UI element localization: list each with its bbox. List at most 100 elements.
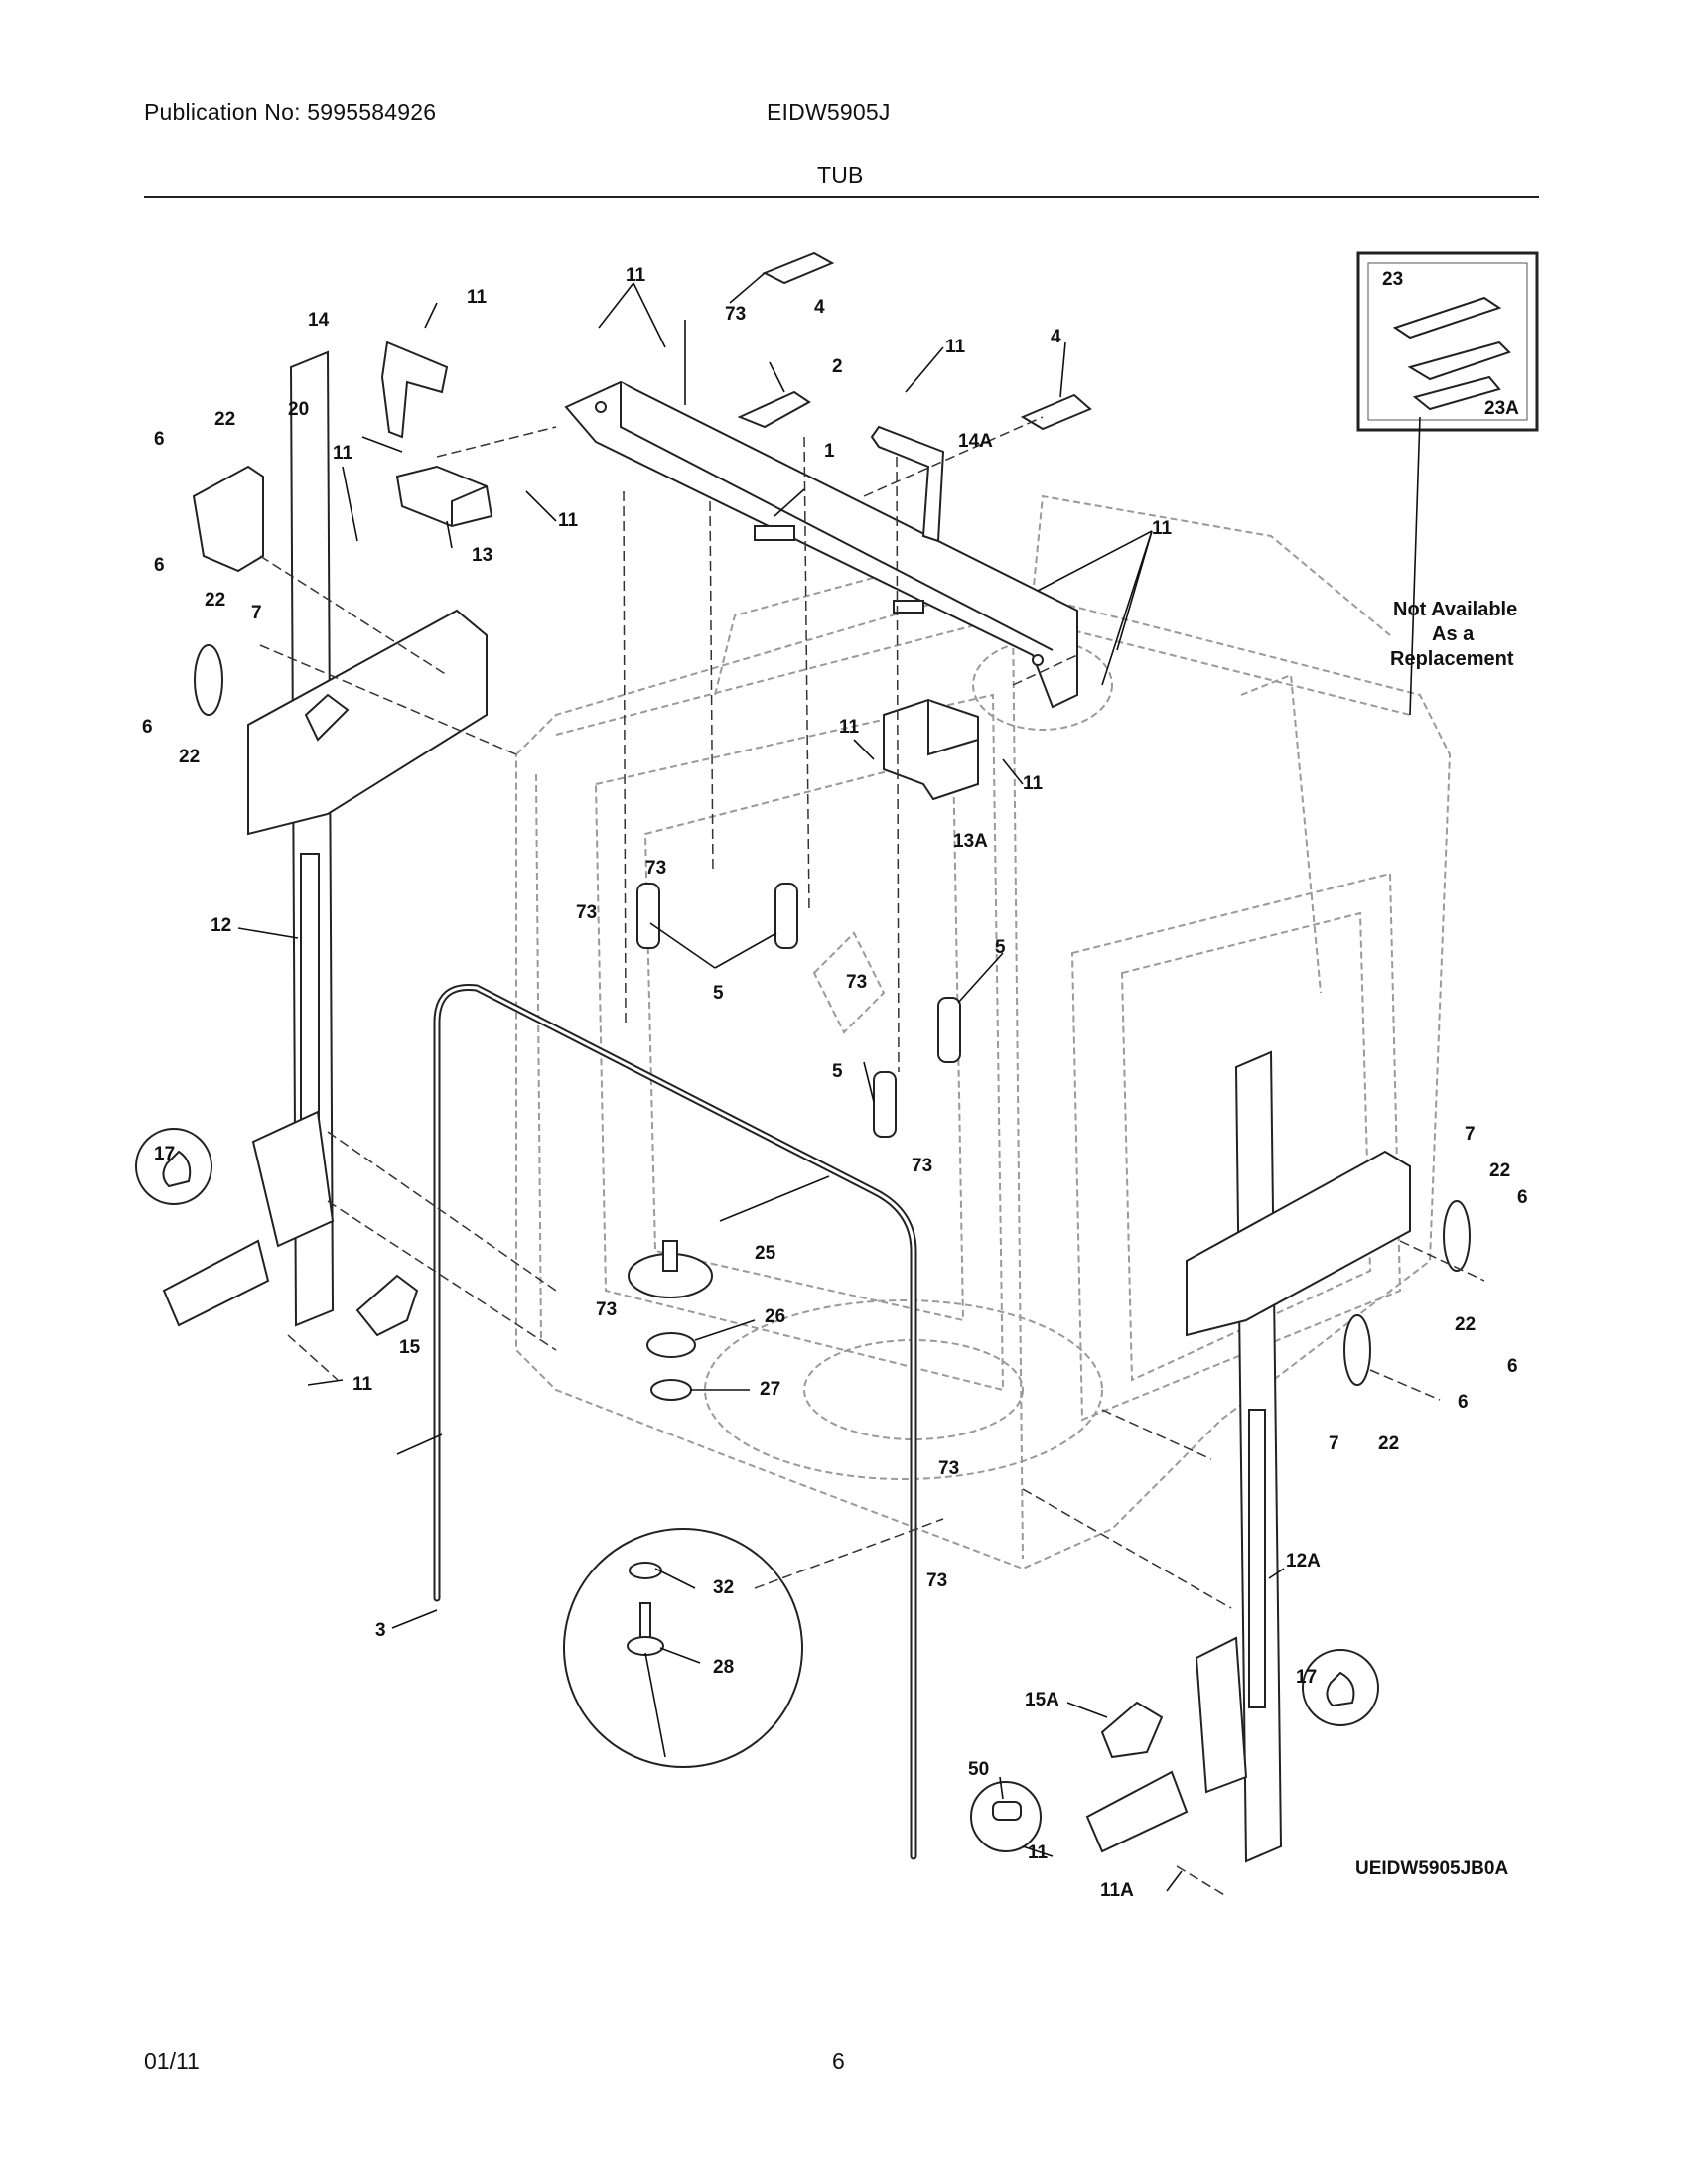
tub-ghost-outline xyxy=(515,494,1452,1570)
part-7-washer-right-lower xyxy=(1343,1314,1371,1386)
inset-label-23A: 23A xyxy=(1484,398,1519,419)
callout-3: 3 xyxy=(375,1620,386,1641)
callout-6: 6 xyxy=(1458,1392,1469,1413)
drawing-code: UEIDW5905JB0A xyxy=(1355,1858,1508,1879)
part-14A-bracket xyxy=(870,425,945,543)
part-5-rollers xyxy=(636,883,961,1138)
callout-11: 11 xyxy=(558,510,579,531)
callout-22: 22 xyxy=(1378,1433,1399,1454)
callout-50: 50 xyxy=(968,1759,989,1780)
callout-4: 4 xyxy=(1051,327,1061,347)
callout-5: 5 xyxy=(713,983,724,1004)
part-20-spring-bracket xyxy=(192,465,264,573)
inset-box-23 xyxy=(1356,251,1539,432)
callout-13: 13 xyxy=(472,545,492,566)
left-hinge-arm xyxy=(162,1239,270,1327)
part-15-hinge-cover xyxy=(355,1274,419,1337)
right-side-mounting-plate xyxy=(1186,1150,1411,1337)
callout-11: 11 xyxy=(1028,1843,1049,1863)
callout-11: 11 xyxy=(352,1374,373,1395)
callout-1: 1 xyxy=(824,441,835,462)
callout-32: 32 xyxy=(713,1577,734,1598)
callout-73: 73 xyxy=(596,1299,617,1320)
callout-73: 73 xyxy=(938,1458,959,1479)
part-27-seal xyxy=(650,1379,692,1401)
callout-20: 20 xyxy=(288,399,309,420)
note-line-1: Not Available xyxy=(1393,599,1517,620)
callout-22: 22 xyxy=(205,590,225,611)
model-number: EIDW5905J xyxy=(767,99,891,125)
part-2-bracket xyxy=(737,390,811,429)
callout-27: 27 xyxy=(760,1379,780,1400)
right-hinge-arm xyxy=(1085,1770,1189,1853)
note-line-3: Replacement xyxy=(1390,648,1514,670)
callout-73: 73 xyxy=(846,972,867,993)
callout-11: 11 xyxy=(1023,773,1044,794)
callout-17: 17 xyxy=(154,1144,175,1164)
callout-28: 28 xyxy=(713,1657,734,1678)
footer-date: 01/11 xyxy=(144,2048,200,2074)
part-25-hub-stem xyxy=(662,1240,678,1272)
callout-6: 6 xyxy=(1517,1187,1528,1208)
inset-label-23: 23 xyxy=(1382,269,1403,290)
page-title: TUB xyxy=(817,162,864,188)
callout-5: 5 xyxy=(832,1061,843,1082)
part-15A-hinge-cover xyxy=(1100,1701,1164,1759)
callout-25: 25 xyxy=(755,1243,776,1264)
callout-17: 17 xyxy=(1296,1667,1317,1688)
callout-11: 11 xyxy=(839,717,860,738)
callout-22: 22 xyxy=(179,747,200,767)
callout-6: 6 xyxy=(154,555,165,576)
callout-11: 11 xyxy=(626,265,646,286)
callout-2: 2 xyxy=(832,356,843,377)
callout-14A: 14A xyxy=(958,431,993,452)
part-13-hinge-block xyxy=(395,465,493,528)
callout-13A: 13A xyxy=(953,831,988,852)
callout-7: 7 xyxy=(251,603,262,623)
part-26-nut xyxy=(646,1332,696,1358)
part-14-bracket xyxy=(380,341,449,439)
callout-12: 12 xyxy=(211,915,231,936)
callout-73: 73 xyxy=(912,1156,932,1176)
part-7-washer-right-upper xyxy=(1443,1200,1471,1272)
callout-labels: 11 11 11 11 11 11 11 11 11 11 11A 4 4 73… xyxy=(142,265,1528,1901)
callout-4: 4 xyxy=(814,297,825,318)
callout-11: 11 xyxy=(1152,518,1173,539)
callout-7: 7 xyxy=(1465,1124,1476,1145)
callout-6: 6 xyxy=(154,429,165,450)
header-rule xyxy=(144,196,1539,198)
part-4-bracket-top xyxy=(762,251,835,285)
part-3-door-gasket xyxy=(433,983,917,1860)
part-7-washer-left xyxy=(194,644,223,716)
callout-73: 73 xyxy=(725,304,746,325)
part-13A-hinge-block xyxy=(883,698,979,801)
callout-15: 15 xyxy=(399,1337,421,1358)
left-side-mounting-plate xyxy=(247,609,488,836)
callout-73: 73 xyxy=(576,902,597,923)
callout-6: 6 xyxy=(1507,1356,1518,1377)
callout-73: 73 xyxy=(645,858,666,879)
callout-22: 22 xyxy=(1489,1160,1510,1181)
callout-14: 14 xyxy=(308,310,330,331)
callout-73: 73 xyxy=(926,1570,947,1591)
callout-11: 11 xyxy=(467,287,488,308)
callout-22: 22 xyxy=(214,409,235,430)
right-lower-hinge xyxy=(1195,1636,1248,1794)
callout-15A: 15A xyxy=(1025,1690,1059,1710)
part-1-top-bracket xyxy=(564,380,1078,709)
callout-11: 11 xyxy=(945,337,966,357)
publication-number: Publication No: 5995584926 xyxy=(144,99,437,125)
left-lower-hinge xyxy=(251,1110,335,1248)
callout-6: 6 xyxy=(142,717,153,738)
footer-page-number: 6 xyxy=(832,2048,845,2074)
callout-12A: 12A xyxy=(1286,1551,1321,1571)
callout-22: 22 xyxy=(1455,1314,1476,1335)
callout-5: 5 xyxy=(995,937,1006,958)
callout-11A: 11A xyxy=(1100,1880,1134,1901)
callout-26: 26 xyxy=(765,1306,785,1327)
leader-lines xyxy=(237,272,1421,1892)
detail-circle-bottom xyxy=(563,1528,803,1768)
callout-11: 11 xyxy=(333,443,353,464)
assembly-lines xyxy=(259,416,1485,1897)
